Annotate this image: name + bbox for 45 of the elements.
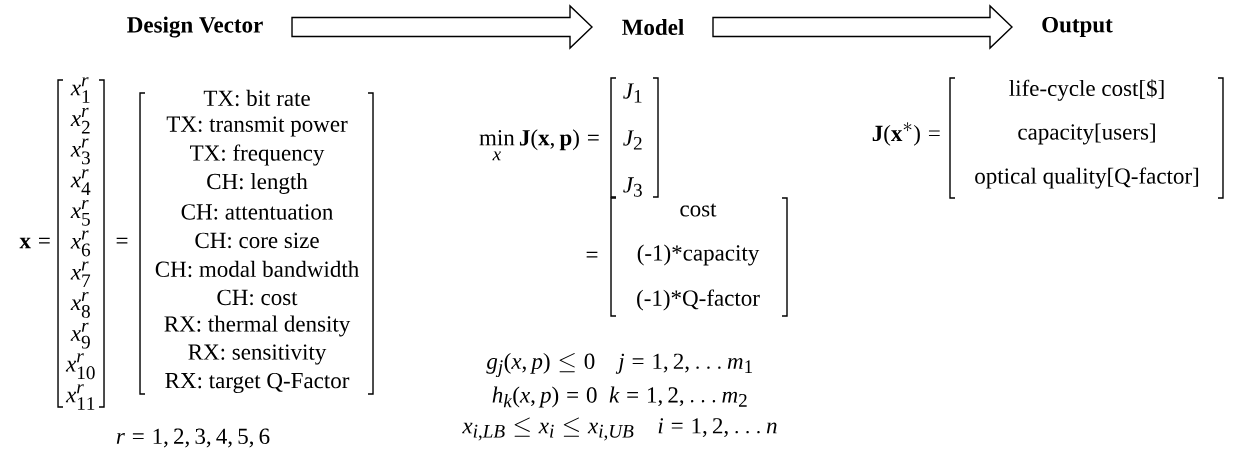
vector-entry: CH: modal bandwidth: [155, 260, 359, 278]
vector-entry: $x_{1}^{r}$: [70, 77, 90, 103]
heading: Output: [1042, 16, 1113, 38]
vector-entry: CH: cost: [217, 289, 298, 306]
vector-entry: TX: transmit power: [166, 116, 348, 137]
constraint-formula: $h_{k}(x,p)=0\ \ k=1,2,\ldots m_{2}$: [492, 386, 747, 408]
vector-entry: optical quality[Q-factor]: [975, 167, 1199, 189]
vector-entry: TX: frequency: [190, 144, 325, 166]
formula: $\mathbf{J}(\mathbf{x}^{*})=$: [872, 122, 940, 146]
vector-entry: CH: attentuation: [181, 204, 333, 220]
vector-entry: $x_{10}^{r}$: [65, 353, 95, 380]
vector-entry: CH: length: [207, 173, 308, 194]
vector-entry: cost: [680, 203, 717, 217]
vector-entry: $x_{2}^{r}$: [70, 107, 90, 134]
vector-entry: $x_{3}^{r}$: [70, 138, 90, 165]
formula: $\mathbf{x}=$: [19, 237, 50, 249]
vector-entry: RX: sensitivity: [188, 344, 327, 365]
vector-entry: $x_{5}^{r}$: [70, 199, 90, 226]
vector-entry: (-1)*capacity: [637, 244, 760, 266]
vector-entry: $J_{2}$: [623, 130, 642, 150]
block-arrow: [712, 4, 1013, 50]
formula: $r=1,2,3,4,5,6$: [116, 428, 270, 448]
formula: $=$: [586, 251, 598, 258]
vector-entry: $x_{8}^{r}$: [70, 291, 90, 318]
vector-entry: $x_{11}^{r}$: [65, 384, 95, 410]
formula: $\min_{x}\mathbf{J}(\mathbf{x},\mathbf{p})=$: [479, 129, 599, 161]
vector-entry: $J_{1}$: [623, 83, 642, 103]
vector-entry: CH: core size: [195, 232, 319, 249]
heading: Design Vector: [127, 16, 263, 38]
heading: Model: [622, 18, 684, 36]
block-arrow: [291, 4, 594, 50]
vector-entry: RX: target Q-Factor: [165, 372, 350, 394]
vector-entry: life-cycle cost[$]: [1009, 79, 1164, 101]
constraint-formula: $g_{j}(x,p)\le 0\quad j=1,2,\ldots m_{1}$: [486, 352, 752, 378]
vector-entry: $x_{6}^{r}$: [70, 230, 91, 257]
vector-entry: (-1)*Q-factor: [637, 289, 760, 311]
vector-entry: $x_{4}^{r}$: [70, 169, 91, 195]
constraint-formula: $x_{i,LB}\le x_{i}\le x_{i,UB}\quad i=1,2,\ldots n$: [462, 417, 777, 441]
vector-entry: TX: bit rate: [203, 89, 310, 107]
vector-entry: $x_{7}^{r}$: [70, 261, 91, 287]
vector-entry: $x_{9}^{r}$: [70, 322, 90, 349]
vector-entry: $J_{3}$: [623, 177, 642, 197]
vector-entry: RX: thermal density: [164, 315, 351, 337]
formula: $=$: [116, 237, 128, 244]
vector-entry: capacity[users]: [1018, 123, 1155, 145]
